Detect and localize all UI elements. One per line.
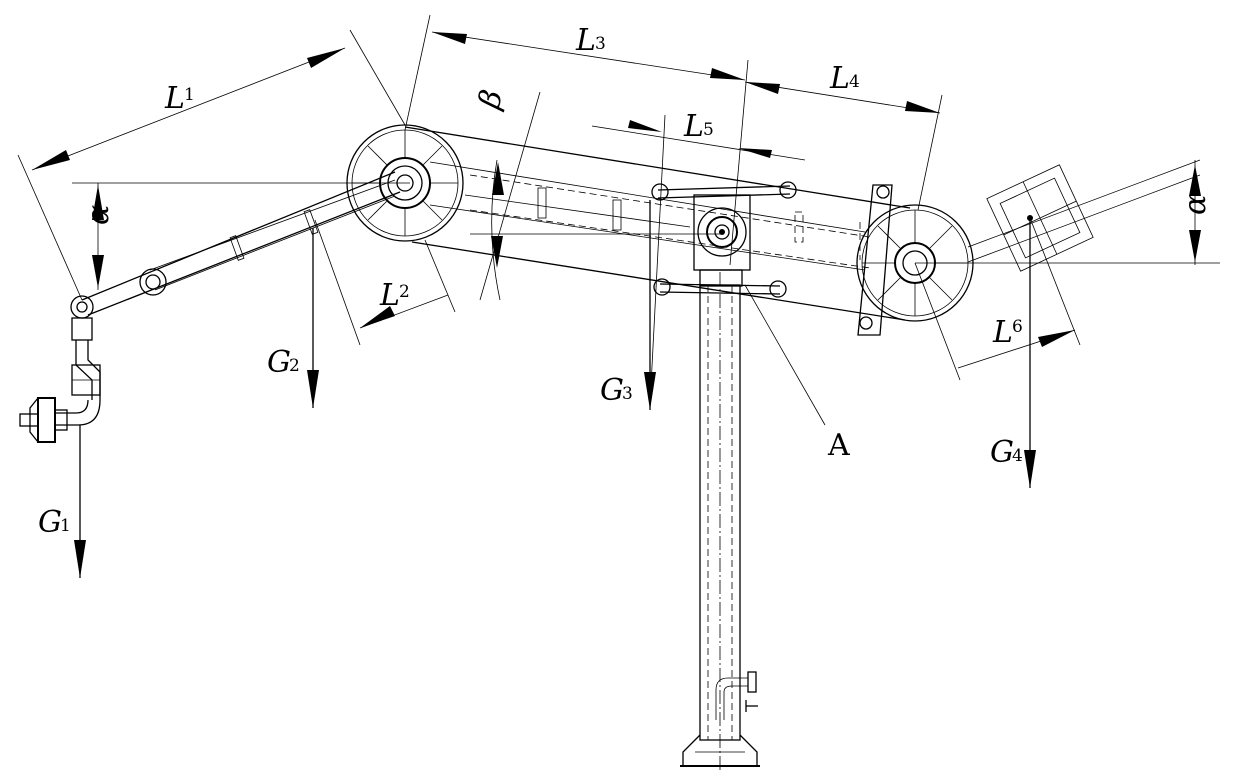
reference-lines [17, 14, 1220, 426]
outer-arm [81, 171, 401, 316]
svg-text:L: L [164, 81, 185, 116]
svg-text:G: G [267, 345, 291, 380]
svg-text:4: 4 [849, 72, 860, 92]
svg-text:L: L [683, 109, 704, 144]
label-alpha-right: α [1178, 195, 1213, 215]
label-L1: L 1 [164, 81, 195, 116]
svg-text:1: 1 [184, 85, 195, 105]
label-point-A: A [827, 428, 850, 463]
pantograph-links [651, 181, 797, 298]
label-alpha-left: α [81, 205, 116, 225]
label-L3: L 3 [575, 23, 606, 58]
svg-text:L: L [379, 278, 400, 313]
label-L2: L 2 [379, 278, 410, 313]
label-L4: L 4 [829, 61, 860, 96]
svg-text:L: L [829, 61, 850, 96]
label-G4: G 4 [990, 435, 1023, 470]
swivel-head [693, 194, 751, 287]
label-G1: G 1 [38, 505, 71, 540]
weight-vectors [74, 200, 1036, 578]
inner-arm [404, 126, 911, 336]
label-beta: β [472, 86, 511, 113]
svg-text:L: L [992, 315, 1013, 350]
svg-text:4: 4 [1012, 446, 1023, 466]
coupler-assembly [19, 295, 101, 443]
svg-text:3: 3 [622, 384, 633, 404]
svg-text:G: G [600, 373, 624, 408]
label-G3: G 3 [600, 373, 633, 408]
dimension-lines [31, 31, 1201, 369]
svg-text:L: L [575, 23, 596, 58]
label-L6: L 6 [992, 315, 1023, 350]
svg-text:3: 3 [595, 34, 606, 54]
counterweight [967, 159, 1201, 272]
svg-text:5: 5 [703, 120, 714, 140]
riser-column [680, 272, 760, 770]
svg-text:1: 1 [60, 516, 71, 536]
label-G2: G 2 [267, 345, 300, 380]
svg-text:2: 2 [289, 356, 300, 376]
svg-text:G: G [990, 435, 1014, 470]
svg-text:G: G [38, 505, 62, 540]
label-L5: L 5 [683, 109, 714, 144]
svg-text:2: 2 [399, 282, 410, 302]
svg-text:6: 6 [1012, 317, 1023, 337]
